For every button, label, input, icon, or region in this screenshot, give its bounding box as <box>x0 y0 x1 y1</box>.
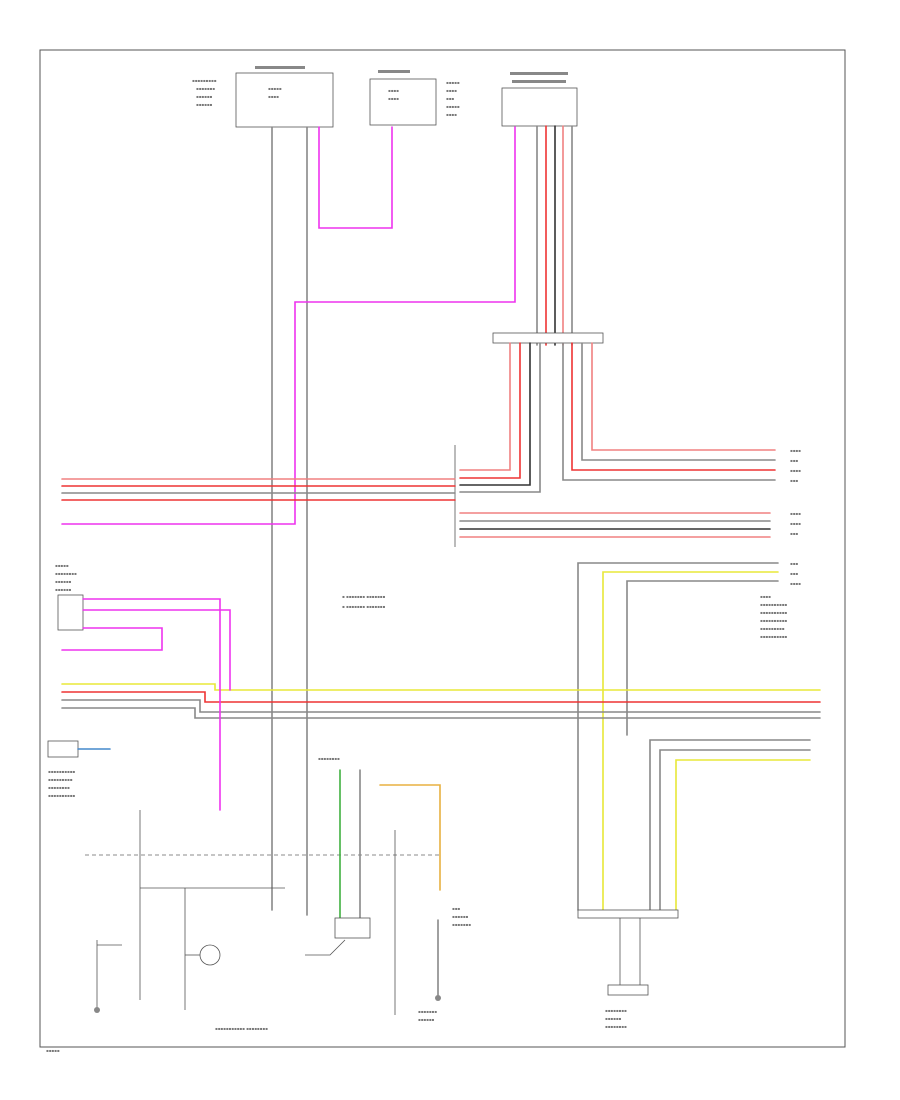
svg-text:▪▪▪▪▪▪▪▪▪▪: ▪▪▪▪▪▪▪▪▪▪ <box>760 610 787 615</box>
junction-right-wires <box>562 342 776 481</box>
svg-text:▪▪▪: ▪▪▪ <box>790 571 798 576</box>
diagram-frame <box>39 49 846 1048</box>
svg-text:▪▪▪▪▪▪: ▪▪▪▪▪▪ <box>196 94 213 99</box>
svg-text:▪▪▪▪▪▪▪▪▪▪: ▪▪▪▪▪▪▪▪▪▪ <box>760 602 787 607</box>
bottom-center-module: ▪▪▪▪▪▪▪▪▪▪▪ ▪▪▪▪▪▪▪▪ <box>94 887 285 1031</box>
svg-text:▪▪▪▪▪▪▪▪: ▪▪▪▪▪▪▪▪ <box>48 785 70 790</box>
svg-text:▪▪▪▪▪▪: ▪▪▪▪▪▪ <box>55 587 72 592</box>
svg-text:▪▪▪▪▪: ▪▪▪▪▪ <box>55 563 69 568</box>
svg-text:▪▪▪: ▪▪▪ <box>790 561 798 566</box>
right-mid-group <box>577 562 779 911</box>
svg-text:▪▪▪▪: ▪▪▪▪ <box>790 468 801 473</box>
svg-text:▪▪▪▪: ▪▪▪▪ <box>268 94 279 99</box>
svg-text:▪▪▪: ▪▪▪ <box>790 458 798 463</box>
svg-text:▪▪▪▪▪▪▪▪▪▪: ▪▪▪▪▪▪▪▪▪▪ <box>48 793 75 798</box>
center-note-2: ▪ ▪▪▪▪▪▪▪ ▪▪▪▪▪▪▪ <box>342 604 385 609</box>
left-bus-wires <box>61 478 456 501</box>
svg-text:▪▪▪▪: ▪▪▪▪ <box>790 521 801 526</box>
svg-text:▪▪▪▪▪▪▪▪: ▪▪▪▪▪▪▪▪ <box>605 1008 627 1013</box>
svg-text:▪▪▪▪: ▪▪▪▪ <box>446 88 457 93</box>
right-side-labels: ▪▪▪▪ ▪▪▪ ▪▪▪▪ ▪▪▪ ▪▪▪▪ ▪▪▪▪ ▪▪▪ ▪▪▪ ▪▪▪ … <box>760 448 801 639</box>
top-middle-module: ▪▪▪▪ ▪▪▪▪ ▪▪▪▪▪ ▪▪▪▪ ▪▪▪ ▪▪▪▪▪ ▪▪▪▪ <box>369 70 460 126</box>
svg-text:▪▪▪▪▪▪: ▪▪▪▪▪▪ <box>605 1016 622 1021</box>
bottom-left-sensor: ▪▪▪▪▪▪▪▪▪▪ ▪▪▪▪▪▪▪▪▪ ▪▪▪▪▪▪▪▪ ▪▪▪▪▪▪▪▪▪▪ <box>47 740 111 798</box>
right-lower-bus <box>459 512 771 538</box>
svg-text:▪▪▪▪▪▪▪: ▪▪▪▪▪▪▪ <box>418 1009 437 1014</box>
svg-text:▪▪▪▪▪: ▪▪▪▪▪ <box>446 104 460 109</box>
svg-text:▪▪▪▪▪▪▪: ▪▪▪▪▪▪▪ <box>196 86 215 91</box>
svg-text:▪▪▪▪▪▪: ▪▪▪▪▪▪ <box>452 914 469 919</box>
right-lower-group <box>649 739 811 911</box>
svg-text:▪▪▪▪: ▪▪▪▪ <box>446 112 457 117</box>
wire-pink-top-loop <box>318 126 393 229</box>
svg-text:▪▪▪▪: ▪▪▪▪ <box>790 448 801 453</box>
svg-text:▪▪▪▪▪▪▪▪▪: ▪▪▪▪▪▪▪▪▪ <box>760 626 785 631</box>
svg-text:▪▪▪▪: ▪▪▪▪ <box>760 594 771 599</box>
junction-connector <box>492 332 604 344</box>
wire-pink-left-loop <box>61 627 163 651</box>
svg-text:▪▪▪▪: ▪▪▪▪ <box>790 511 801 516</box>
svg-text:▪▪▪▪▪▪▪▪▪▪: ▪▪▪▪▪▪▪▪▪▪ <box>760 634 787 639</box>
junction-left-wires <box>459 342 541 493</box>
bottom-lamp: ▪▪▪▪▪▪▪ ▪▪▪▪▪▪ ▪▪▪ ▪▪▪▪▪▪ ▪▪▪▪▪▪▪ <box>418 906 471 1022</box>
svg-text:▪▪▪▪: ▪▪▪▪ <box>388 88 399 93</box>
svg-text:▪▪▪▪▪▪▪▪▪▪: ▪▪▪▪▪▪▪▪▪▪ <box>760 618 787 623</box>
svg-text:▪▪▪: ▪▪▪ <box>452 906 460 911</box>
svg-text:▪▪▪▪▪▪: ▪▪▪▪▪▪ <box>55 579 72 584</box>
wire-pink-left-1 <box>82 598 221 811</box>
svg-text:▪▪▪▪▪: ▪▪▪▪▪ <box>446 80 460 85</box>
wire-pink-left-2 <box>82 609 231 691</box>
top-right-module <box>501 72 578 127</box>
svg-text:▪▪▪▪▪▪▪▪: ▪▪▪▪▪▪▪▪ <box>605 1024 627 1029</box>
svg-text:▪▪▪▪▪▪▪▪: ▪▪▪▪▪▪▪▪ <box>55 571 77 576</box>
svg-text:▪▪▪▪▪▪▪▪▪: ▪▪▪▪▪▪▪▪▪ <box>48 777 73 782</box>
svg-text:▪▪▪▪▪▪: ▪▪▪▪▪▪ <box>418 1017 435 1022</box>
svg-text:▪▪▪▪: ▪▪▪▪ <box>790 581 801 586</box>
svg-text:▪▪▪▪▪▪▪▪▪▪▪ ▪▪▪▪▪▪▪▪: ▪▪▪▪▪▪▪▪▪▪▪ ▪▪▪▪▪▪▪▪ <box>215 1026 268 1031</box>
small-switch-component: ▪▪▪▪▪▪▪▪ <box>305 756 371 956</box>
wire-orange <box>379 784 441 891</box>
svg-text:▪▪▪▪▪▪: ▪▪▪▪▪▪ <box>196 102 213 107</box>
wire-bundle-top-right <box>536 125 573 346</box>
svg-text:▪▪▪▪▪▪▪▪▪: ▪▪▪▪▪▪▪▪▪ <box>192 78 217 83</box>
svg-text:▪▪▪: ▪▪▪ <box>790 531 798 536</box>
bottom-right-component: ▪▪▪▪▪▪▪▪ ▪▪▪▪▪▪ ▪▪▪▪▪▪▪▪ <box>577 909 679 1029</box>
svg-text:▪▪▪▪▪: ▪▪▪▪▪ <box>268 86 282 91</box>
footer-code: ▪▪▪▪▪ <box>46 1048 60 1053</box>
svg-text:▪▪▪: ▪▪▪ <box>446 96 454 101</box>
svg-text:▪▪▪▪: ▪▪▪▪ <box>388 96 399 101</box>
top-left-module: ▪▪▪▪▪▪▪▪▪ ▪▪▪▪▪▪▪ ▪▪▪▪▪▪ ▪▪▪▪▪▪ ▪▪▪▪▪ ▪▪… <box>192 66 334 128</box>
svg-text:▪▪▪: ▪▪▪ <box>790 478 798 483</box>
svg-text:▪▪▪▪▪▪▪▪▪▪: ▪▪▪▪▪▪▪▪▪▪ <box>48 769 75 774</box>
svg-text:▪▪▪▪▪▪▪: ▪▪▪▪▪▪▪ <box>452 922 471 927</box>
left-side-module: ▪▪▪▪▪ ▪▪▪▪▪▪▪▪ ▪▪▪▪▪▪ ▪▪▪▪▪▪ <box>55 563 84 631</box>
wire-pink-main <box>61 126 516 525</box>
middle-long-bus <box>61 683 821 719</box>
svg-text:▪▪▪▪▪▪▪▪: ▪▪▪▪▪▪▪▪ <box>318 756 340 761</box>
center-note-1: ▪ ▪▪▪▪▪▪▪ ▪▪▪▪▪▪▪ <box>342 594 385 599</box>
